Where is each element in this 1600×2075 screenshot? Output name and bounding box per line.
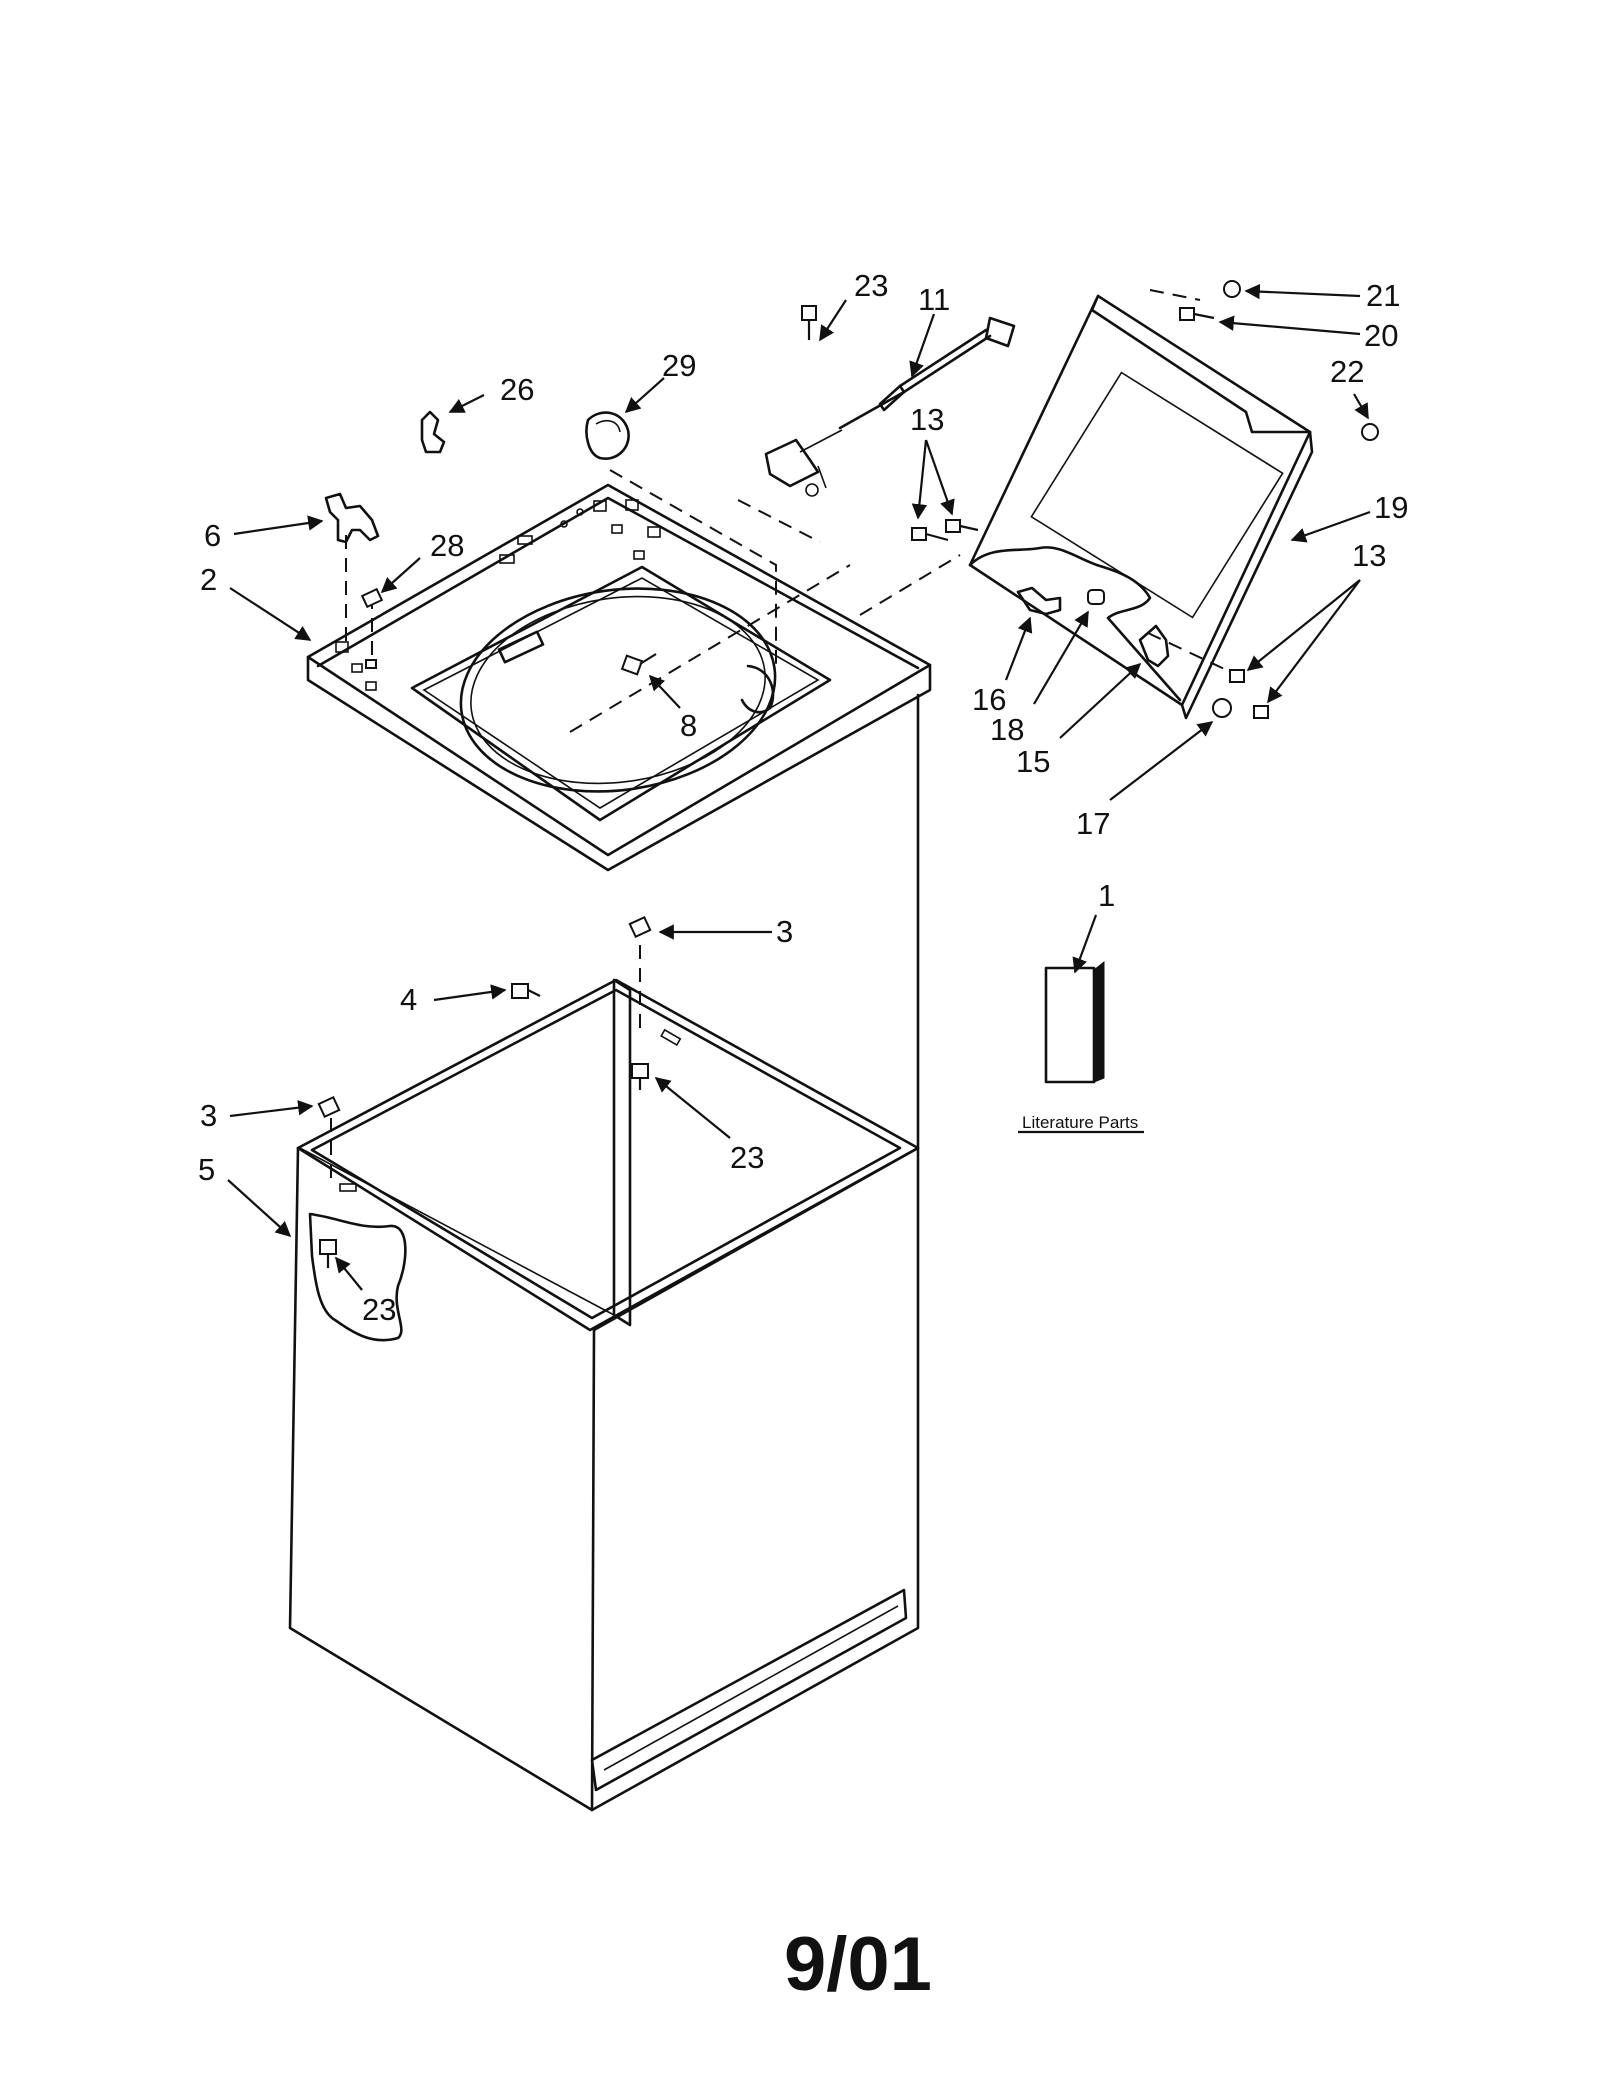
part-28-hole: [365, 659, 377, 669]
part-13-screws-left: [911, 519, 979, 542]
part-26-clip: [420, 410, 446, 454]
leader-5: [227, 1179, 292, 1238]
part-11-lid-switch: [764, 316, 1016, 497]
part-23-screw-top: [801, 305, 817, 340]
part-8-screw: [620, 653, 657, 676]
callout-28: 28: [430, 528, 464, 563]
callout-8: 8: [680, 708, 697, 743]
leader-15: [1059, 662, 1142, 739]
top-panel: [306, 483, 932, 872]
callout-13-right: 13: [1352, 538, 1386, 573]
leader-28: [380, 557, 421, 594]
callout-23-cutaway: 23: [362, 1292, 396, 1327]
leader-18: [1033, 610, 1089, 705]
part-28-nut: [360, 587, 384, 609]
part-22-bumper: [1361, 423, 1379, 441]
part-18-bumper: [1087, 589, 1105, 605]
leader-13a-2: [924, 439, 955, 516]
callout-29: 29: [662, 348, 696, 383]
callout-labels: 1 2 3 3 4 5 6 8 11 13 13 15 16 17 18 19 …: [198, 268, 1408, 1327]
callout-22: 22: [1330, 354, 1364, 389]
part-23-screw-cabinet: [631, 1063, 649, 1090]
callout-3-top: 3: [776, 914, 793, 949]
leader-4: [433, 984, 507, 1002]
callout-2: 2: [200, 562, 217, 597]
leader-13a-1: [911, 439, 928, 520]
part-20-screw: [1179, 307, 1215, 321]
callout-11: 11: [918, 282, 950, 317]
callout-6: 6: [204, 518, 221, 553]
callout-5: 5: [198, 1152, 215, 1187]
lid: [968, 294, 1314, 720]
callout-23-top: 23: [854, 268, 888, 303]
part-13-screws-right: [1229, 669, 1269, 719]
callout-1: 1: [1098, 878, 1115, 913]
part-6-clip: [324, 492, 380, 544]
callout-3-left: 3: [200, 1098, 217, 1133]
leader-21: [1244, 283, 1361, 300]
leader-29: [624, 377, 665, 414]
leader-6: [233, 515, 324, 536]
part-21-bumper: [1223, 280, 1241, 298]
leader-26: [448, 394, 485, 413]
callout-15: 15: [1016, 744, 1050, 779]
cabinet: [288, 693, 920, 1812]
part-29-grommet: [585, 411, 630, 460]
callout-13-left: 13: [910, 402, 944, 437]
callout-26: 26: [500, 372, 534, 407]
leader-19: [1290, 510, 1371, 543]
callout-19: 19: [1374, 490, 1408, 525]
leader-23b: [654, 1077, 731, 1139]
callout-17: 17: [1076, 806, 1110, 841]
callout-4: 4: [400, 982, 417, 1017]
leader-3b: [229, 1100, 314, 1118]
callout-21: 21: [1366, 278, 1400, 313]
leader-23a: [819, 299, 847, 342]
leader-1: [1072, 914, 1098, 974]
part-16-hinge: [1016, 586, 1062, 616]
callout-23-cabinet: 23: [730, 1140, 764, 1175]
part-15-hinge: [1138, 624, 1170, 668]
leader-8: [648, 674, 681, 709]
part-3-clip-left: [317, 1095, 341, 1119]
guide-line-top: [569, 564, 851, 733]
guide-line-29: [609, 469, 777, 665]
guide-line-bumper: [1149, 289, 1201, 301]
leader-22: [1353, 393, 1369, 420]
leader-16: [1004, 616, 1033, 681]
leader-23c: [335, 1256, 363, 1291]
callout-18: 18: [990, 712, 1024, 747]
leader-20: [1218, 315, 1361, 336]
leader-13b-1: [1246, 579, 1361, 671]
part-3-clip-top: [628, 915, 652, 939]
guide-line-lid: [859, 554, 961, 616]
part-23-screw-cutaway: [319, 1239, 337, 1268]
leader-2: [229, 587, 312, 641]
cutaway-patch: [308, 1212, 407, 1342]
leader-13b-2: [1267, 579, 1361, 704]
callout-16: 16: [972, 682, 1006, 717]
part-4-screw: [511, 983, 541, 999]
guide-line-11: [737, 499, 821, 543]
leader-17: [1109, 721, 1214, 801]
part-17-washer: [1212, 698, 1232, 718]
part-1-literature: [1044, 960, 1105, 1084]
literature-parts-label: Literature Parts: [1022, 1113, 1138, 1132]
leader-11: [909, 313, 936, 378]
leader-arrows: [227, 283, 1371, 1291]
footer-date: 9/01: [784, 1922, 932, 2007]
callout-20: 20: [1364, 318, 1398, 353]
